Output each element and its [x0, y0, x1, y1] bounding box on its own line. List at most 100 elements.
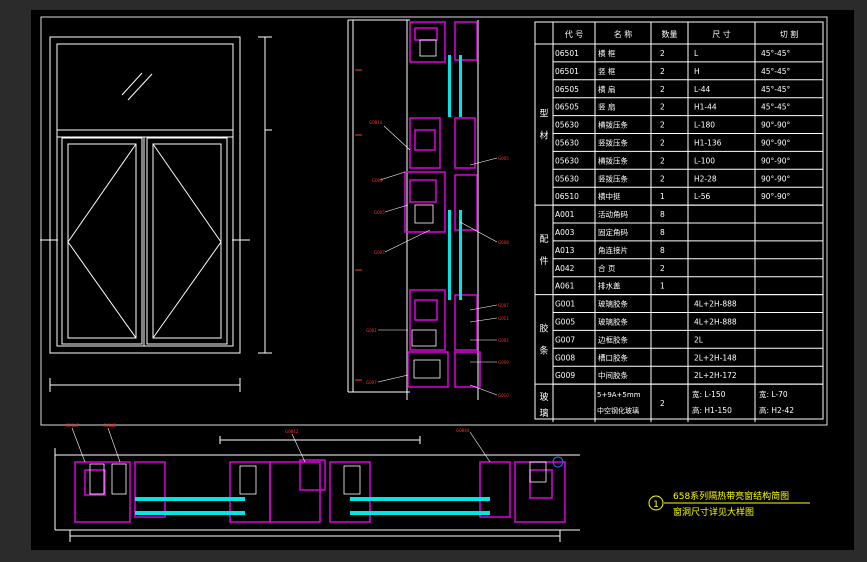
window-elevation: [40, 36, 272, 392]
table-row-6-cut: 90°-90°: [761, 156, 791, 165]
table-row-16-name: 边框胶条: [598, 334, 628, 344]
table-row-11-name: 角连接片: [598, 245, 628, 255]
table-group-3-b: 璃: [539, 407, 548, 419]
table-header-qty: 数量: [662, 29, 678, 39]
vertical-label-3: G005: [374, 210, 385, 215]
table-group-1-a: 配: [539, 234, 548, 245]
horizontal-label-1: G0847: [66, 423, 80, 428]
table-row-6-size: L-100: [694, 156, 715, 165]
table-row-13-name: 排水盖: [598, 281, 621, 291]
table-row-2-name: 横 扇: [598, 84, 615, 94]
hinge-marker: [552, 456, 564, 468]
table-row-12-code: A042: [555, 264, 575, 273]
table-row-12-qty: 2: [660, 264, 665, 273]
table-group-3-a: 玻: [539, 391, 548, 403]
table-row-15-code: G005: [555, 317, 575, 326]
table-row-5-code: 05630: [555, 138, 579, 147]
table-row-2-size: L-44: [694, 85, 711, 94]
table-row-6-qty: 2: [660, 156, 665, 165]
horizontal-label-4: G0844: [456, 428, 470, 433]
table-row-3-cut: 45°-45°: [761, 103, 791, 112]
glass-w1: 宽: L-150: [692, 389, 726, 399]
vertical-label-11: G010: [498, 393, 509, 398]
table-row-0-size: L: [694, 49, 699, 58]
table-header-code: 代 号: [565, 29, 584, 39]
table-row-3-size: H1-44: [694, 103, 717, 112]
vertical-label-2: G009: [372, 178, 383, 183]
table-row-0-qty: 2: [660, 49, 665, 58]
table-row-9-code: A001: [555, 210, 575, 219]
table-row-4-name: 横拨压条: [598, 120, 628, 130]
table-header-name: 名 称: [614, 29, 633, 39]
table-row-9-qty: 8: [660, 210, 665, 219]
table-row-8-qty: 1: [660, 192, 665, 201]
table-row-17-size: 2L+2H-148: [694, 353, 737, 362]
glass-w2: 宽: L-70: [759, 389, 788, 399]
vertical-label-12: G001: [366, 328, 377, 333]
vertical-label-8: G011: [498, 316, 509, 321]
table-row-4-cut: 90°-90°: [761, 121, 791, 130]
table-row-13-code: A061: [555, 282, 575, 291]
table-row-15-size: 4L+2H-888: [694, 317, 737, 326]
table-row-8-code: 06510: [555, 192, 579, 201]
table-row-5-qty: 2: [660, 138, 665, 147]
table-row-7-qty: 2: [660, 174, 665, 183]
table-row-9-name: 活动角码: [598, 209, 628, 219]
table-row-0-code: 06501: [555, 49, 579, 58]
table-row-8-size: L-56: [694, 192, 711, 201]
table-row-2-qty: 2: [660, 85, 665, 94]
glass-h2: 高: H2-42: [759, 405, 794, 415]
glass-h1: 高: H1-150: [692, 405, 732, 415]
drawing-sheet: [31, 10, 854, 550]
horizontal-section: G0847 G0845 G0842 G0844: [54, 423, 580, 542]
table-row-3-name: 竖 扇: [598, 102, 615, 112]
table-row-16-code: G007: [555, 335, 575, 344]
material-table: [534, 21, 824, 423]
drawing-border: [40, 16, 828, 426]
table-row-15-name: 玻璃胶条: [598, 316, 628, 326]
table-row-10-name: 固定角码: [598, 227, 628, 237]
table-row-17-code: G008: [555, 353, 575, 362]
table-row-18-name: 中间胶条: [598, 370, 628, 380]
table-row-1-code: 06501: [555, 67, 579, 76]
table-row-17-name: 槽口胶条: [598, 352, 628, 362]
title-note: 1 658系列隔热带亮窗结构简图 窗洞尺寸详见大样图: [648, 490, 810, 518]
note-marker-number: 1: [653, 500, 659, 510]
table-row-0-cut: 45°-45°: [761, 49, 791, 58]
table-row-8-name: 横中挺: [598, 191, 621, 201]
table-group-2-b: 条: [539, 344, 548, 356]
table-row-5-size: H1-136: [694, 138, 722, 147]
table-row-18-size: 2L+2H-172: [694, 371, 737, 380]
table-row-4-qty: 2: [660, 121, 665, 130]
table-row-7-code: 05630: [555, 174, 579, 183]
vertical-label-4: G007: [374, 250, 385, 255]
table-row-7-name: 竖拨压条: [598, 173, 628, 183]
glass-spec: 5+9A+5mm: [597, 391, 641, 399]
table-row-0-name: 横 框: [598, 48, 616, 58]
note-title: 658系列隔热带亮窗结构简图: [673, 490, 789, 502]
table-row-13-qty: 1: [660, 282, 665, 291]
table-row-1-name: 竖 框: [598, 66, 616, 76]
table-row-1-qty: 2: [660, 67, 665, 76]
table-group-2-a: 胶: [539, 322, 548, 334]
vertical-label-5: G005: [498, 156, 509, 161]
table-row-5-name: 竖拨压条: [598, 137, 628, 147]
table-header-cut: 切 割: [780, 29, 799, 39]
table-group-1-b: 件: [539, 255, 548, 267]
glass-qty: 2: [660, 399, 665, 408]
table-group-0-a: 型: [539, 109, 548, 120]
horizontal-label-3: G0842: [285, 429, 299, 434]
note-subtitle: 窗洞尺寸详见大样图: [673, 506, 754, 518]
table-row-7-size: H2-28: [694, 174, 717, 183]
table-row-2-cut: 45°-45°: [761, 85, 791, 94]
table-row-16-size: 2L: [694, 335, 704, 344]
vertical-label-7: G007: [498, 303, 509, 308]
table-row-4-size: L-180: [694, 121, 715, 130]
vertical-label-6: G008: [498, 240, 509, 245]
table-group-0-b: 材: [539, 130, 548, 142]
table-row-1-cut: 45°-45°: [761, 67, 791, 76]
table-row-3-code: 06505: [555, 103, 579, 112]
table-row-7-cut: 90°-90°: [761, 174, 791, 183]
